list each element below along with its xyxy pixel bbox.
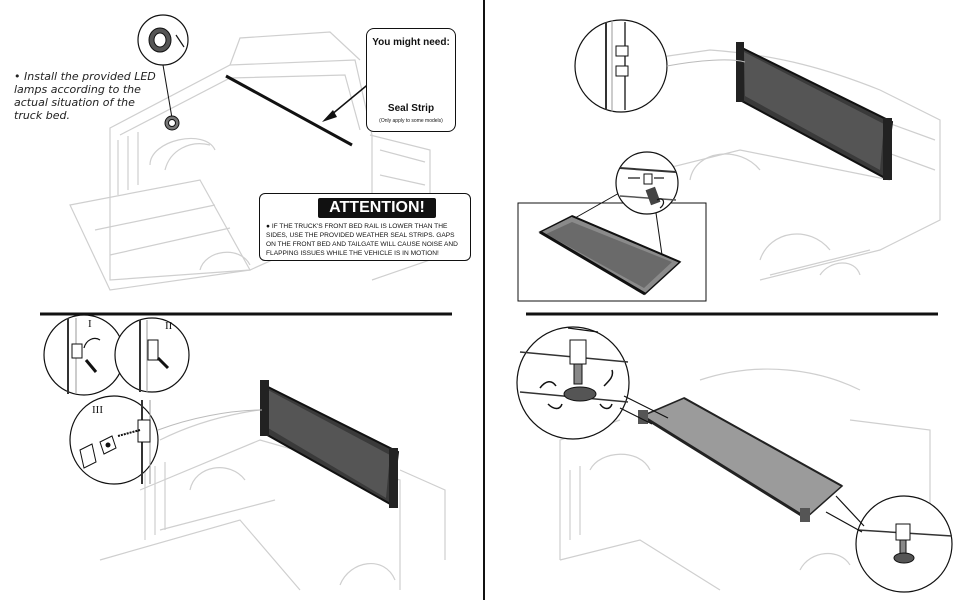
attention-text: IF THE TRUCK'S FRONT BED RAIL IS LOWER T…	[266, 223, 458, 257]
front-panel-bottom-left	[260, 380, 400, 508]
front-panel-top-right	[736, 42, 894, 180]
attention-title: ATTENTION!	[318, 198, 436, 218]
clamp-detail-callout	[574, 19, 746, 113]
attention-box: ATTENTION! ● IF THE TRUCK'S FRONT BED RA…	[259, 193, 471, 261]
truck-bed-bottom-left	[99, 407, 446, 591]
attention-body: ● IF THE TRUCK'S FRONT BED RAIL IS LOWER…	[266, 222, 466, 258]
led-note-text: Install the provided LED lamps according…	[14, 70, 156, 122]
clamp-rotate-callout	[516, 326, 669, 440]
led-install-note: • Install the provided LED lamps accordi…	[14, 70, 164, 122]
pointer-arrow-head	[322, 110, 337, 122]
step-two-label: II	[165, 320, 173, 332]
seal-strip-label: Seal Strip	[387, 103, 435, 114]
bottom-clamp-callout	[825, 495, 953, 593]
seal-strip-note: (Only apply to some models)	[379, 118, 443, 124]
step-one-callout	[43, 314, 125, 396]
step-one-label: I	[88, 318, 92, 330]
step-two-callout	[114, 317, 190, 393]
truck-bed-top-left	[69, 31, 431, 291]
might-need-box: You might need: Seal Strip (Only apply t…	[366, 28, 456, 132]
might-need-title: You might need:	[372, 37, 450, 48]
seal-strip-line	[225, 74, 353, 147]
led-lamp-callout	[137, 14, 189, 131]
cover-panel-installed	[638, 397, 844, 522]
hinge-detail-callout	[615, 151, 679, 215]
step-three-label: III	[92, 404, 103, 416]
bullet-icon: ●	[266, 223, 272, 230]
panel-detail-box	[517, 187, 707, 302]
step-three-callout	[69, 395, 263, 485]
bullet-icon: •	[14, 70, 24, 83]
